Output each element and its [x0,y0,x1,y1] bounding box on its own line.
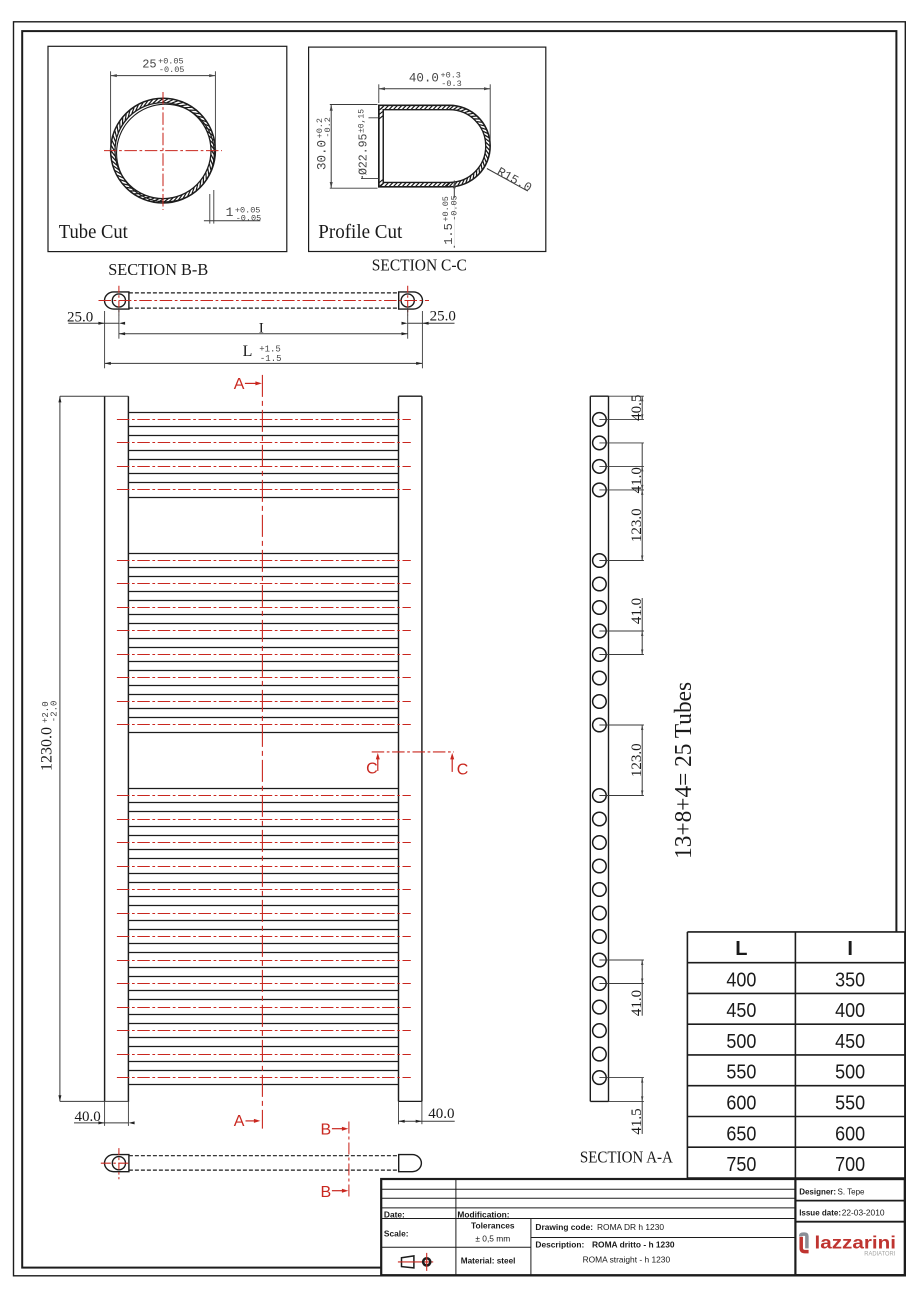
svg-text:+0.05: +0.05 [441,196,451,222]
svg-text:B: B [321,1121,332,1138]
svg-text:B: B [321,1184,332,1201]
svg-text:L: L [243,343,253,360]
svg-text:± 0,5 mm: ± 0,5 mm [475,1234,510,1244]
svg-text:-1.5: -1.5 [260,354,282,364]
svg-text:750: 750 [726,1153,756,1176]
svg-text:41.0: 41.0 [629,990,645,1016]
svg-text:Tube Cut: Tube Cut [59,221,128,243]
svg-text:41.0: 41.0 [629,598,645,624]
svg-text:41.5: 41.5 [629,1108,645,1134]
svg-text:+1.5: +1.5 [259,345,281,355]
svg-text:123.0: 123.0 [629,508,645,542]
svg-text:-0.3: -0.3 [441,79,461,89]
svg-text:Modification:: Modification: [457,1209,509,1219]
svg-text:40.0: 40.0 [75,1109,101,1125]
svg-text:30.0: 30.0 [316,140,330,170]
svg-text:SECTION B-B: SECTION B-B [108,260,208,279]
svg-text:+2.0: +2.0 [41,701,51,723]
svg-text:+0.3: +0.3 [441,71,461,81]
svg-text:ROMA dritto - h 1230: ROMA dritto - h 1230 [592,1239,675,1249]
svg-text:Material: steel: Material: steel [461,1257,516,1266]
svg-text:Profile Cut: Profile Cut [318,221,402,243]
svg-text:500: 500 [835,1061,865,1084]
svg-text:ROMA DR h 1230: ROMA DR h 1230 [597,1222,664,1232]
svg-text:-0.05: -0.05 [159,65,185,75]
svg-text:Drawing code:: Drawing code: [535,1222,593,1232]
svg-text:SECTION A-A: SECTION A-A [580,1148,673,1167]
svg-text:L: L [735,938,747,960]
svg-text:450: 450 [835,1030,865,1053]
svg-text:Scale:: Scale: [384,1229,409,1239]
svg-text:RADIATORI: RADIATORI [864,1250,895,1257]
svg-text:400: 400 [726,969,756,992]
svg-text:400: 400 [835,999,865,1022]
svg-text:500: 500 [726,1030,756,1053]
svg-text:lazzarini: lazzarini [815,1232,897,1252]
svg-text:550: 550 [726,1061,756,1084]
svg-text:A: A [234,376,245,393]
svg-text:41.0: 41.0 [629,467,645,493]
svg-text:C: C [457,762,469,779]
svg-text:+0.05: +0.05 [235,205,261,215]
svg-text:SECTION C-C: SECTION C-C [372,256,467,275]
svg-text:Issue date:: Issue date: [799,1208,841,1217]
svg-text:+0.2: +0.2 [315,118,325,138]
svg-text:123.0: 123.0 [629,743,645,777]
svg-text:ROMA straight - h 1230: ROMA straight - h 1230 [583,1255,671,1265]
svg-text:C: C [366,761,378,778]
svg-text:±0,15: ±0,15 [357,109,366,133]
svg-text:22-03-2010: 22-03-2010 [842,1207,885,1217]
svg-text:S. Tepe: S. Tepe [838,1187,866,1196]
svg-text:550: 550 [835,1092,865,1115]
svg-text:450: 450 [726,999,756,1022]
svg-text:A: A [234,1113,245,1130]
svg-text:600: 600 [726,1092,756,1115]
svg-text:Description:: Description: [535,1239,584,1249]
svg-text:25: 25 [142,57,156,71]
svg-text:I: I [847,938,853,960]
svg-text:40.0: 40.0 [428,1106,454,1122]
svg-text:Ø22.95: Ø22.95 [358,133,371,175]
svg-text:700: 700 [835,1153,865,1176]
svg-text:350: 350 [835,969,865,992]
svg-text:-0.2: -0.2 [323,117,333,137]
svg-text:1.5: 1.5 [442,223,456,245]
svg-text:Tolerances: Tolerances [471,1221,515,1231]
svg-text:1230.0: 1230.0 [39,727,56,771]
svg-text:-2.0: -2.0 [49,701,59,723]
svg-text:I: I [259,320,264,336]
svg-text:-0.05: -0.05 [449,195,459,221]
svg-text:40.5: 40.5 [629,395,645,421]
svg-text:650: 650 [726,1122,756,1145]
svg-text:-0.05: -0.05 [236,214,262,224]
svg-text:1: 1 [226,205,234,220]
svg-text:25.0: 25.0 [430,308,456,324]
svg-text:13+8+4= 25 Tubes: 13+8+4= 25 Tubes [671,682,697,859]
svg-text:+0.05: +0.05 [158,57,184,67]
svg-text:40.0: 40.0 [409,71,439,85]
svg-text:600: 600 [835,1122,865,1145]
svg-text:Designer:: Designer: [799,1187,836,1196]
svg-text:Date:: Date: [384,1209,405,1219]
svg-text:25.0: 25.0 [67,309,93,325]
